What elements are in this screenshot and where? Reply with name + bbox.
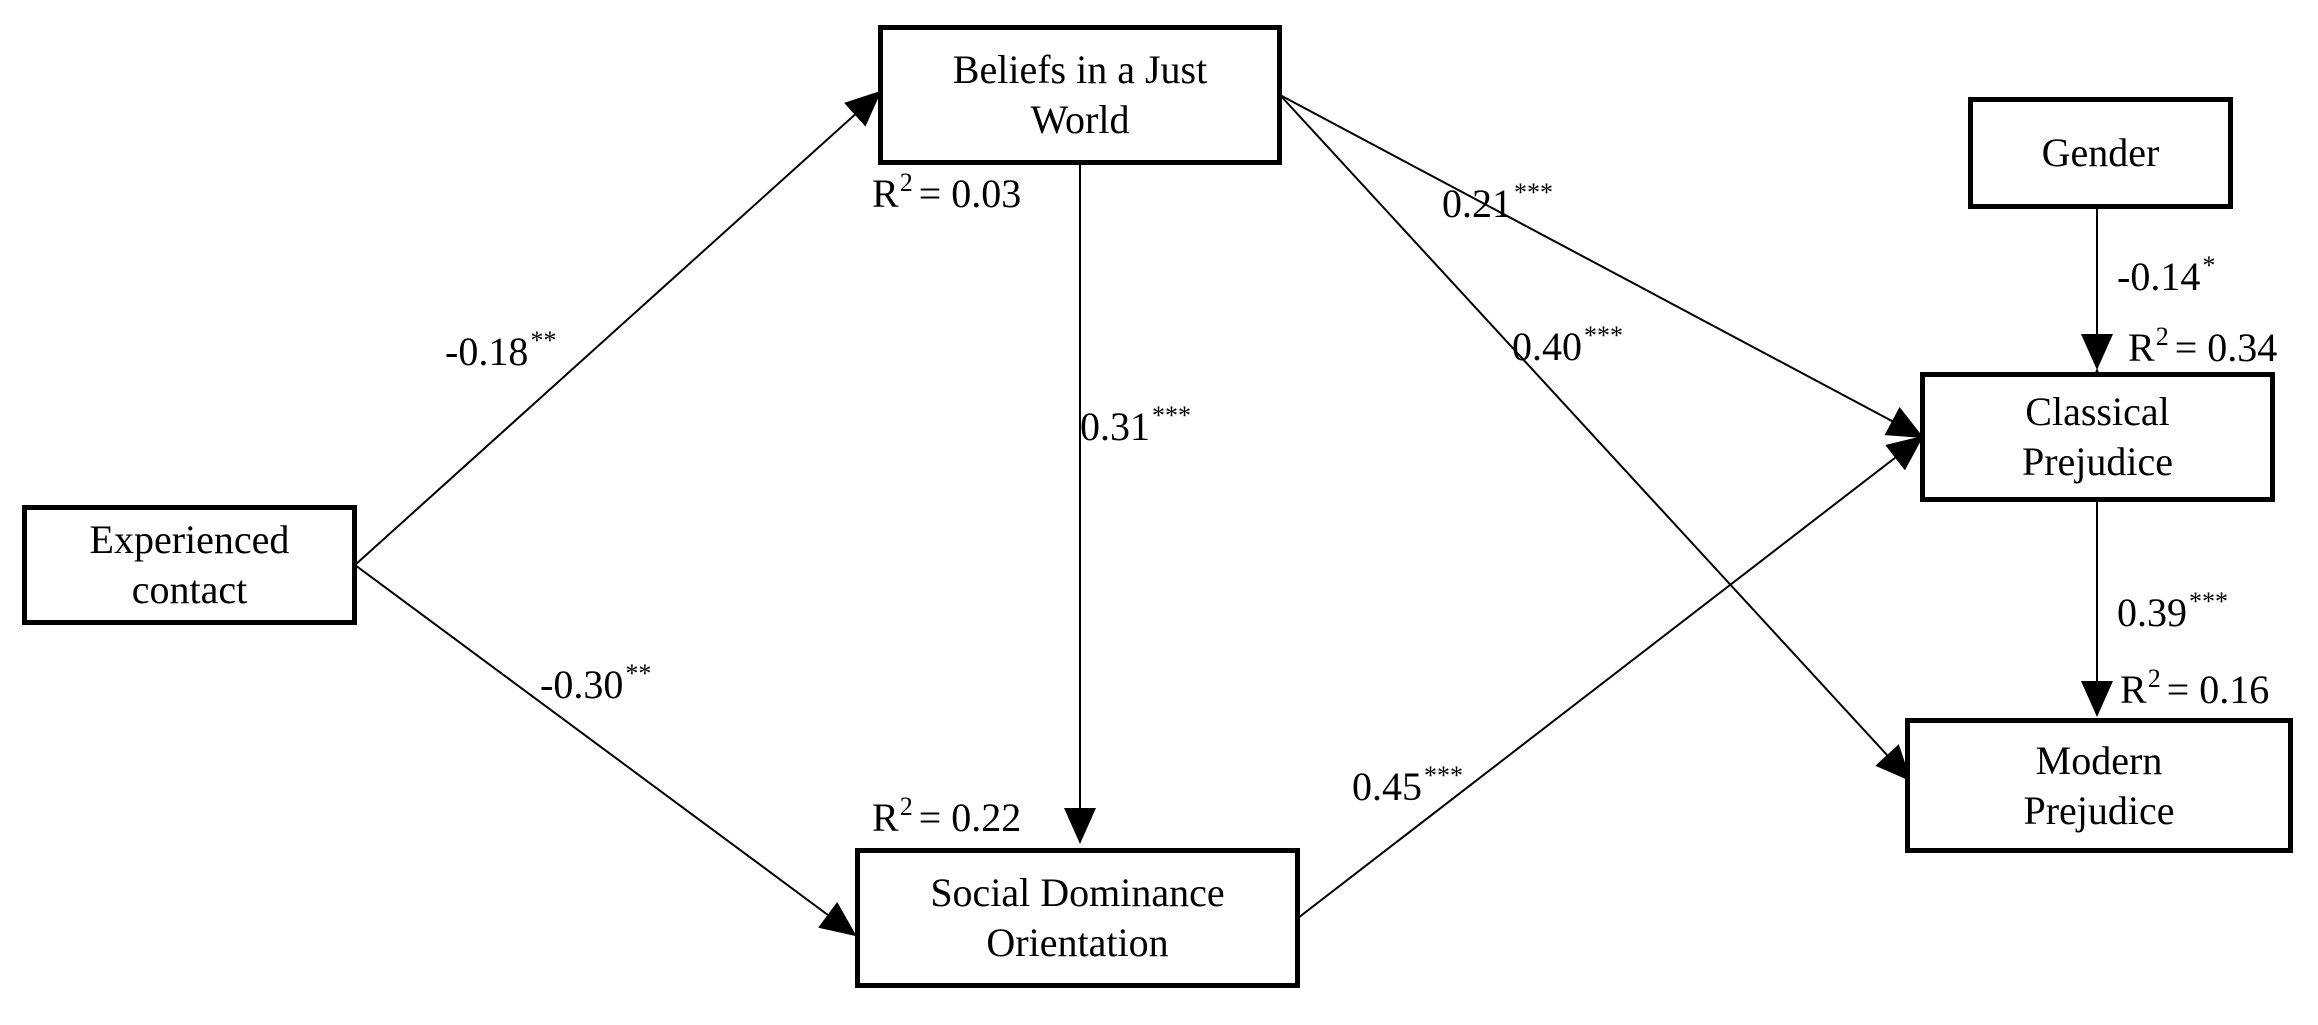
r2-value: = 0.03 bbox=[918, 171, 1022, 216]
coef-label-bjw-to-sdo: 0.31*** bbox=[1080, 403, 1191, 449]
coef-value: 0.45 bbox=[1352, 764, 1422, 809]
coef-significance: ** bbox=[625, 659, 652, 688]
r2-value: = 0.34 bbox=[2174, 325, 2278, 370]
coef-label-contact-to-sdo: -0.30** bbox=[540, 661, 651, 707]
node-label-line: Prejudice bbox=[2023, 787, 2175, 833]
node-experienced-contact: Experienced contact bbox=[22, 505, 357, 625]
path-contact-to-bjw bbox=[354, 90, 882, 566]
r2-symbol: R bbox=[872, 171, 899, 216]
r2-exponent: 2 bbox=[2147, 664, 2161, 693]
coef-significance: *** bbox=[2189, 587, 2228, 616]
r2-exponent: 2 bbox=[899, 792, 913, 821]
coef-label-contact-to-bjw: -0.18** bbox=[445, 328, 556, 374]
node-label-line: Prejudice bbox=[2021, 439, 2174, 484]
node-label-line: contact bbox=[131, 567, 248, 612]
r2-value: = 0.16 bbox=[2166, 667, 2270, 712]
path-sdo-to-classical bbox=[1297, 435, 1924, 919]
path-contact-to-sdo bbox=[354, 564, 857, 937]
coef-significance: *** bbox=[1424, 761, 1463, 790]
coef-value: 0.40 bbox=[1512, 324, 1582, 369]
coef-significance: *** bbox=[1584, 321, 1623, 350]
path-bjw-to-modern bbox=[1279, 94, 1912, 782]
r2-exponent: 2 bbox=[2155, 322, 2169, 351]
node-label-line: Beliefs in a Just bbox=[952, 47, 1208, 92]
r2-label-classical-prejudice: R2= 0.34 bbox=[2128, 324, 2278, 370]
coef-significance: ** bbox=[530, 326, 557, 355]
node-label-line: Social Dominance bbox=[930, 870, 1225, 915]
node-beliefs-just-world: Beliefs in a Just World bbox=[878, 25, 1282, 165]
node-social-dominance-orientation: Social Dominance Orientation bbox=[855, 848, 1300, 988]
coef-value: 0.39 bbox=[2117, 590, 2187, 635]
coef-value: -0.18 bbox=[445, 329, 529, 374]
node-modern-prejudice: Modern Prejudice bbox=[1905, 718, 2293, 853]
node-gender: Gender bbox=[1968, 97, 2233, 209]
coef-value: -0.14 bbox=[2117, 254, 2201, 299]
coef-value: 0.21 bbox=[1442, 181, 1512, 226]
r2-symbol: R bbox=[2128, 325, 2155, 370]
coef-label-sdo-to-classical: 0.45*** bbox=[1352, 763, 1463, 809]
coef-significance: * bbox=[2202, 251, 2216, 280]
r2-symbol: R bbox=[2120, 667, 2147, 712]
coef-label-classical-modern: 0.39*** bbox=[2117, 589, 2228, 635]
node-label-line: Modern bbox=[2035, 737, 2163, 783]
coef-label-gender-to-classical: -0.14* bbox=[2117, 253, 2215, 299]
r2-symbol: R bbox=[872, 795, 899, 840]
node-label-line: Experienced bbox=[89, 517, 290, 562]
coef-significance: *** bbox=[1514, 178, 1553, 207]
r2-label-modern-prejudice: R2= 0.16 bbox=[2120, 666, 2270, 712]
coef-value: -0.30 bbox=[540, 662, 624, 707]
node-label-line: Gender bbox=[2041, 130, 2160, 175]
r2-label-social-dominance: R2= 0.22 bbox=[872, 794, 1022, 840]
coef-label-bjw-to-classical: 0.21*** bbox=[1442, 180, 1553, 226]
node-label-line: Classical bbox=[2025, 389, 2170, 434]
coef-value: 0.31 bbox=[1080, 404, 1150, 449]
r2-value: = 0.22 bbox=[918, 795, 1022, 840]
coef-significance: *** bbox=[1152, 401, 1191, 430]
path-bjw-to-classical bbox=[1279, 94, 1924, 438]
node-label-line: Orientation bbox=[986, 920, 1169, 965]
r2-exponent: 2 bbox=[899, 168, 913, 197]
r2-label-beliefs-just-world: R2= 0.03 bbox=[872, 170, 1022, 216]
node-label-line: World bbox=[1030, 97, 1130, 142]
coef-label-bjw-to-modern: 0.40*** bbox=[1512, 323, 1623, 369]
node-classical-prejudice: Classical Prejudice bbox=[1920, 372, 2275, 502]
